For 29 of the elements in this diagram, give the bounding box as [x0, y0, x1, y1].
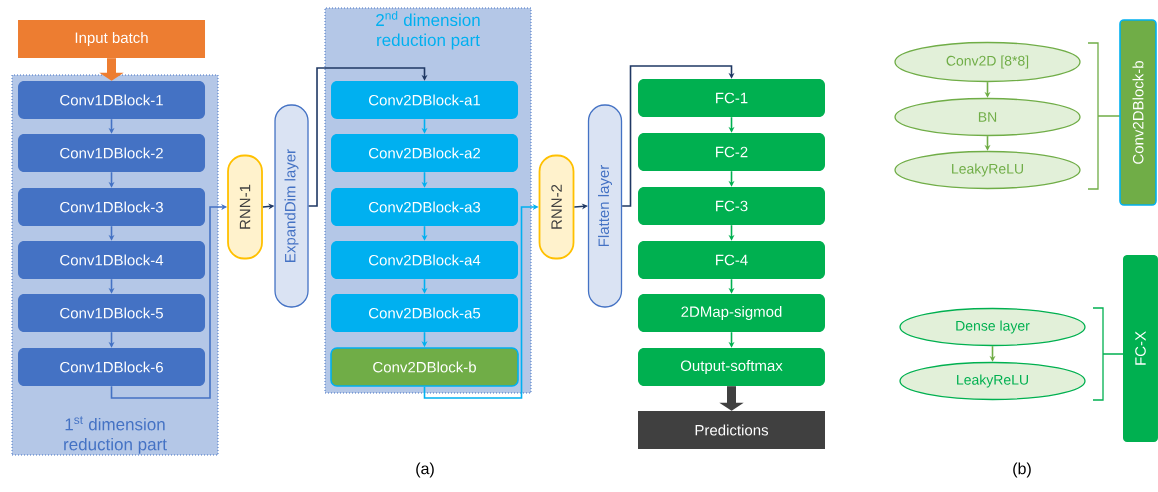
layer-box: FC-4 [638, 241, 825, 279]
block-label: FC-X [1123, 255, 1158, 442]
rnn-pill: RNN-1 [227, 154, 263, 260]
block-label: Conv2DBlock-b [1119, 19, 1157, 206]
block-box: Conv2DBlock-a5 [331, 294, 518, 332]
layer-pill: ExpandDim layer [274, 104, 309, 308]
block-box: Conv2DBlock-b [330, 347, 519, 387]
layer-box: FC-1 [638, 79, 825, 117]
panel-label: (a) [416, 462, 434, 478]
block-box: Conv1DBlock-1 [18, 81, 205, 119]
block-box: Conv1DBlock-5 [18, 294, 205, 332]
block-box: Conv1DBlock-4 [18, 241, 205, 279]
layer-box: 2DMap-sigmod [638, 294, 825, 332]
layer-pill: Flatten layer [587, 104, 623, 308]
block-box: Conv1DBlock-3 [18, 188, 205, 226]
panel-label: (b) [1013, 462, 1031, 478]
layer-box: Output-softmax [638, 348, 825, 386]
arrow [307, 67, 428, 207]
block-box: Conv2DBlock-a2 [331, 134, 518, 172]
block-box: Conv2DBlock-a4 [331, 241, 518, 279]
input-box: Input batch [18, 20, 205, 58]
block-box: Conv1DBlock-6 [18, 348, 205, 386]
rnn-pill: RNN-2 [538, 154, 575, 260]
arrow [621, 65, 735, 207]
block-box: Conv2DBlock-a1 [331, 81, 518, 119]
block-box: Conv1DBlock-2 [18, 134, 205, 172]
layer-box: FC-2 [638, 133, 825, 171]
layer-box: FC-3 [638, 187, 825, 225]
block-box: Conv2DBlock-a3 [331, 188, 518, 226]
